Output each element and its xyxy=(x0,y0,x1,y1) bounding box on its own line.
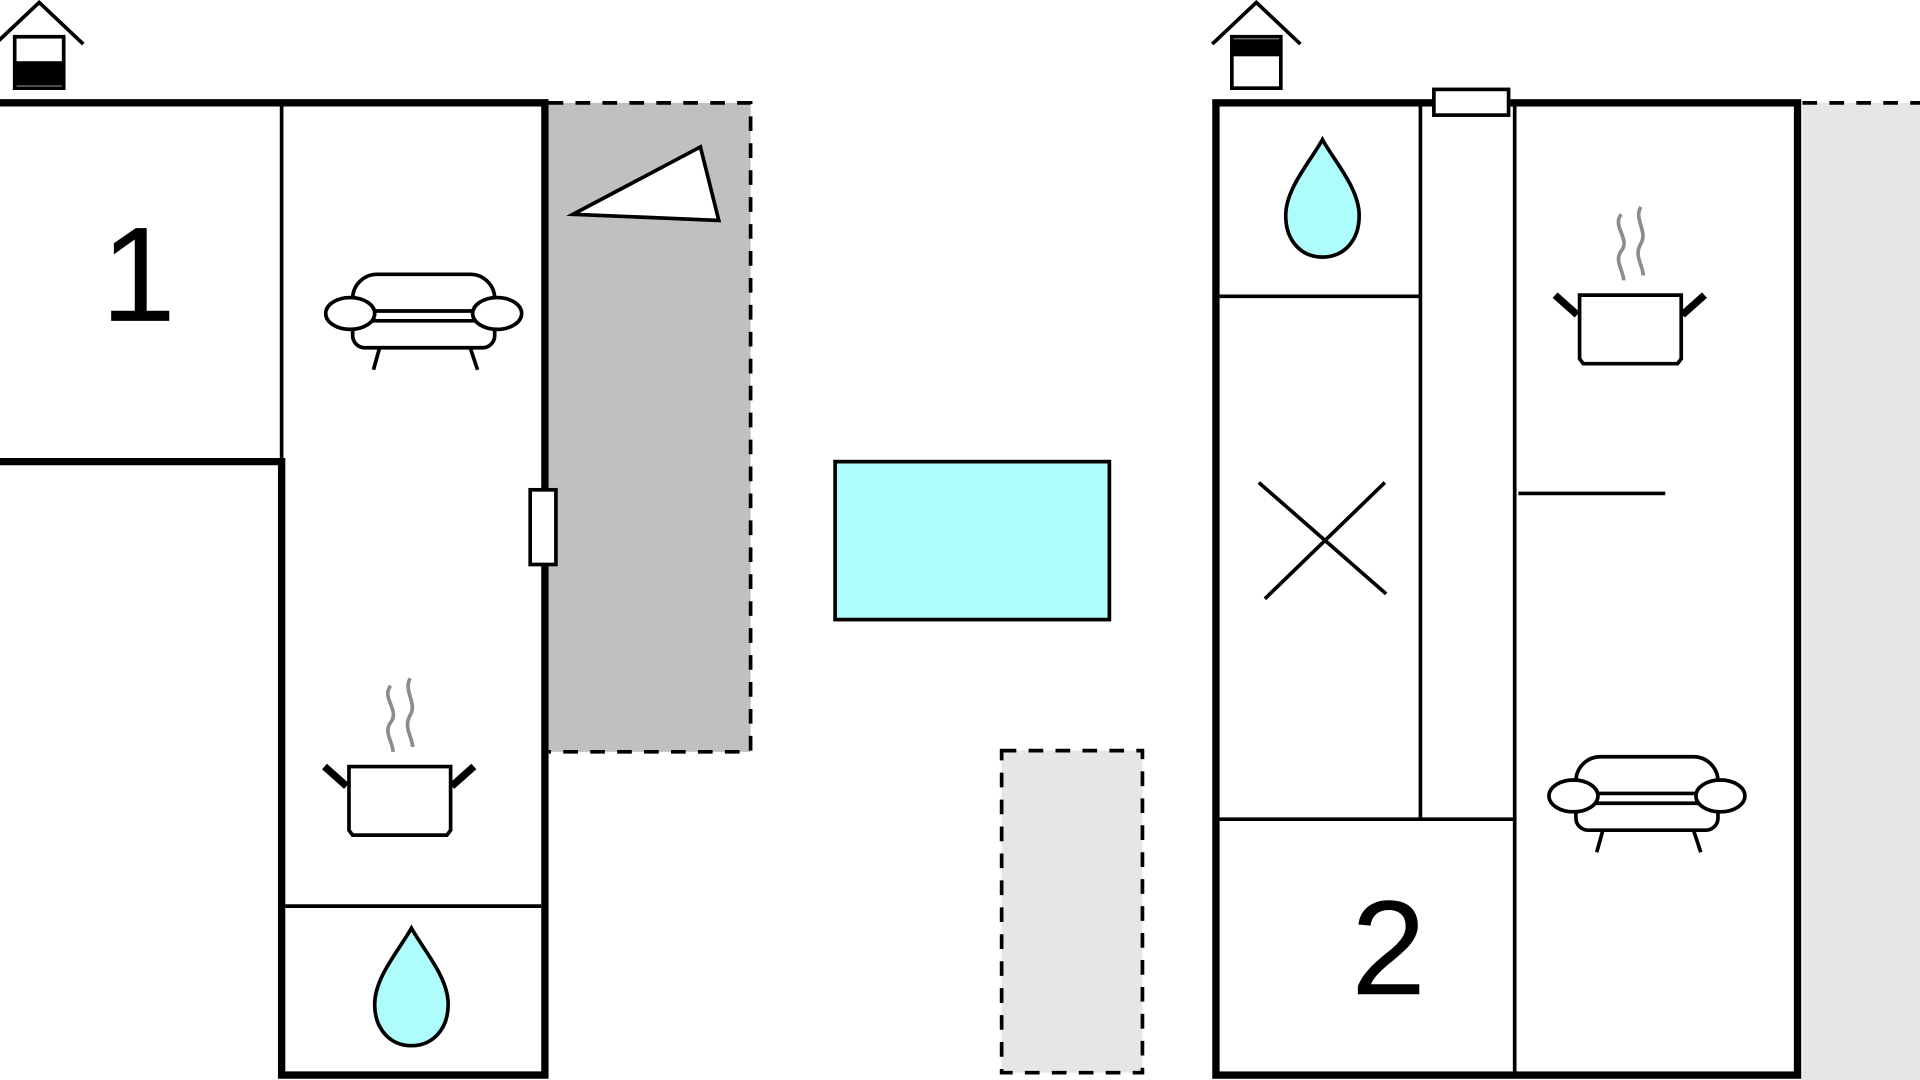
walls-left xyxy=(0,99,558,1079)
room-label-2: 2 xyxy=(1351,872,1426,1023)
triangle-icon xyxy=(566,144,722,223)
room-label-1: 1 xyxy=(101,199,176,350)
cross-icon xyxy=(1257,481,1388,601)
terrace-middle xyxy=(999,748,1145,1075)
house-icon xyxy=(0,0,86,91)
water-drop-icon xyxy=(1283,137,1362,259)
pool xyxy=(833,459,1112,622)
house-icon xyxy=(1210,0,1303,91)
terrace-right xyxy=(1802,101,1920,1080)
sofa-icon xyxy=(1547,754,1747,855)
door-right xyxy=(1432,87,1511,117)
cooking-pot-icon xyxy=(324,678,473,835)
sofa-icon xyxy=(323,272,524,372)
walls-right xyxy=(1212,87,1802,1079)
door-left xyxy=(528,487,558,567)
cooking-pot-icon xyxy=(1555,207,1704,364)
water-drop-icon xyxy=(372,926,451,1048)
